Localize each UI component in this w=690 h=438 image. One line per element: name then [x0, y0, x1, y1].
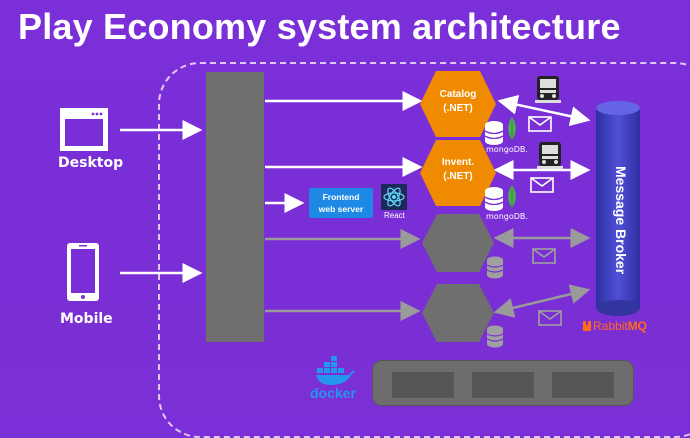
docker-label: docker — [310, 385, 356, 401]
catalog-database-icon — [484, 121, 504, 145]
desktop-window-icon — [60, 108, 108, 151]
react-icon — [381, 184, 407, 210]
arrow-service4-broker — [493, 284, 591, 318]
service-3-hexagon — [422, 214, 494, 272]
inventory-db-label: mongoDB. — [486, 212, 528, 221]
message-envelope-icon — [532, 248, 556, 264]
cluster-node-pool — [372, 360, 634, 406]
api-gateway — [206, 72, 264, 342]
inventory-service-label: Invent.(.NET) — [441, 157, 475, 182]
rabbitmq-label: RabbitMQ — [593, 319, 648, 333]
message-envelope-icon — [538, 310, 562, 326]
inventory-service-hexagon — [420, 140, 496, 206]
cluster-node — [472, 372, 534, 398]
inventory-database-icon — [484, 187, 504, 211]
arrow-catalog-broker — [497, 94, 591, 127]
message-envelope-icon — [528, 116, 552, 132]
message-broker-cylinder — [596, 101, 640, 316]
cluster-node — [552, 372, 614, 398]
cluster-node — [392, 372, 454, 398]
catalog-service-hexagon — [420, 71, 496, 137]
mongodb-leaf-icon — [508, 117, 516, 141]
mobile-phone-icon — [67, 243, 99, 301]
message-broker-label: Message Broker — [613, 165, 629, 275]
desktop-label: Desktop — [58, 155, 124, 171]
service-4-hexagon — [422, 284, 494, 342]
service-3-database-icon — [486, 256, 504, 279]
catalog-service-label: Catalog(.NET) — [439, 89, 477, 114]
docker-whale-icon — [316, 356, 355, 385]
mobile-label: Mobile — [60, 311, 113, 327]
masstransit-bus-icon — [535, 76, 561, 103]
catalog-db-label: mongoDB. — [486, 145, 528, 154]
message-envelope-icon — [530, 177, 554, 193]
rabbitmq-logo-icon — [583, 321, 591, 331]
connector-layer — [182, 91, 591, 321]
mongodb-leaf-icon — [508, 185, 516, 209]
page-title: Play Economy system architecture — [18, 6, 621, 47]
service-4-database-icon — [486, 325, 504, 348]
react-label: React — [384, 211, 405, 220]
masstransit-bus-icon — [537, 142, 563, 169]
